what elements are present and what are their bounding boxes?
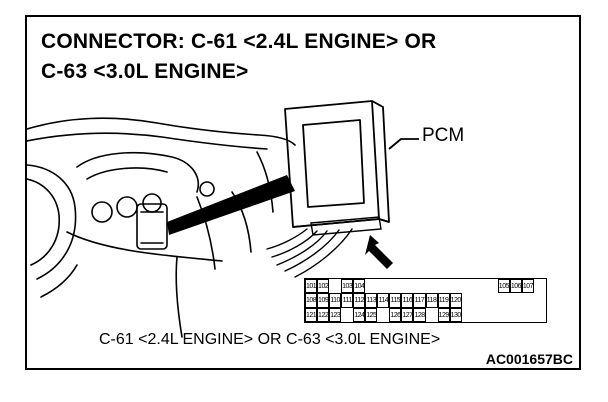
connector-pin: 111	[341, 293, 354, 308]
connector-pin-empty	[329, 279, 341, 293]
diagram-title: CONNECTOR: C-61 <2.4L ENGINE> OR C-63 <3…	[41, 27, 436, 87]
gauge-cluster	[76, 151, 199, 193]
pcm-label-leader	[388, 138, 419, 150]
console-side	[196, 196, 216, 270]
pcm-label: PCM	[422, 125, 465, 146]
connector-pin-empty	[462, 293, 474, 307]
connector-pin: 117	[413, 293, 426, 308]
connector-pin: 101	[305, 279, 318, 294]
vent-center	[116, 196, 138, 218]
steering-wheel-inner	[27, 178, 60, 266]
connector-pin: 122	[317, 307, 330, 322]
connector-pin: 130	[449, 307, 462, 322]
connector-pin: 129	[437, 307, 450, 322]
dashboard-illustration	[27, 100, 419, 338]
connector-pin: 115	[389, 293, 402, 308]
connector-pin-empty	[401, 279, 413, 293]
connector-pin: 107	[521, 279, 534, 294]
connector-pin: 102	[317, 279, 330, 294]
connector-pin: 105	[497, 279, 510, 294]
vent-far-right	[199, 181, 215, 197]
leader-wedge	[167, 175, 295, 235]
connector-pin: 106	[509, 279, 522, 294]
connector-pin: 114	[377, 293, 390, 308]
connector-pin: 127	[401, 307, 414, 322]
pcm-unit-outer	[284, 100, 380, 228]
connector-pin: 119	[437, 293, 450, 308]
connector-pin: 112	[353, 293, 366, 308]
glovebox-line	[256, 151, 274, 213]
steering-wheel-outer	[27, 164, 77, 280]
lower-dash	[66, 231, 223, 262]
pcm-location-box	[136, 203, 168, 250]
pcm-location-detail	[140, 211, 164, 244]
connector-pin-empty	[413, 279, 425, 293]
connector-pin: 126	[389, 307, 402, 322]
console-edge	[175, 256, 183, 338]
connector-pin-empty	[462, 308, 474, 322]
connector-pin-empty	[377, 308, 389, 322]
steering-wheel-rim	[40, 264, 78, 298]
connector-pin-empty	[486, 279, 498, 293]
connector-pin-empty	[498, 293, 510, 307]
harness-connector	[310, 216, 382, 236]
pcm-unit-inner	[302, 119, 365, 208]
connector-pin-empty	[438, 279, 450, 293]
connector-pin-empty	[534, 308, 546, 322]
connector-pin-empty	[498, 308, 510, 322]
harness-wire-5	[294, 228, 353, 278]
harness-wire-2	[271, 230, 318, 258]
diagram-frame: CONNECTOR: C-61 <2.4L ENGINE> OR C-63 <3…	[25, 15, 581, 370]
connector-pin-empty	[365, 279, 377, 293]
harness-wire-3	[276, 230, 328, 266]
connector-pin-empty	[510, 308, 522, 322]
connector-pin: 128	[413, 307, 426, 322]
connector-pin-empty	[522, 308, 534, 322]
connector-pin-empty	[486, 293, 498, 307]
connector-pin-empty	[474, 279, 486, 293]
connector-pin-empty	[534, 293, 546, 307]
connector-caption: C-61 <2.4L ENGINE> OR C-63 <3.0L ENGINE>	[99, 331, 441, 348]
connector-pin-empty	[462, 279, 474, 293]
connector-pin-empty	[377, 279, 389, 293]
connector-pin: 120	[449, 293, 462, 308]
connector-pin: 124	[353, 307, 366, 322]
connector-pin-empty	[341, 308, 353, 322]
connector-pin-empty	[389, 279, 401, 293]
vent-left	[91, 201, 113, 223]
connector-pin-empty	[510, 293, 522, 307]
connector-pin-empty	[474, 293, 486, 307]
connector-pin-empty	[522, 293, 534, 307]
connector-pin-empty	[534, 279, 546, 293]
harness-wire-1	[266, 228, 308, 250]
connector-pin: 121	[305, 307, 318, 322]
gauge-hood	[86, 167, 168, 180]
connector-pin: 118	[425, 293, 438, 308]
connector-pin: 108	[305, 293, 318, 308]
pointer-arrow	[365, 235, 393, 269]
connector-pin-empty	[426, 279, 438, 293]
figure-code: AC001657BC	[485, 351, 573, 367]
dashboard-ledge	[27, 132, 268, 150]
connector-pin: 125	[365, 307, 378, 322]
connector-pin: 116	[401, 293, 414, 308]
pcm-unit-side	[371, 100, 390, 223]
connector-pin: 113	[365, 293, 378, 308]
connector-pin: 103	[341, 279, 354, 294]
connector-pin: 104	[353, 279, 366, 294]
vent-right	[142, 193, 162, 213]
connector-pin: 110	[329, 293, 342, 308]
harness-wire-4	[284, 229, 340, 272]
connector-pin-empty	[450, 279, 462, 293]
title-line-1: CONNECTOR: C-61 <2.4L ENGINE> OR	[41, 30, 437, 53]
connector-pin: 123	[329, 307, 342, 322]
connector-pin-empty	[426, 308, 438, 322]
dashboard-outline	[27, 117, 296, 146]
title-line-2: C-63 <3.0L ENGINE>	[41, 60, 249, 83]
connector-pin: 109	[317, 293, 330, 308]
connector-pin-empty	[486, 308, 498, 322]
connector-pin-empty	[474, 308, 486, 322]
